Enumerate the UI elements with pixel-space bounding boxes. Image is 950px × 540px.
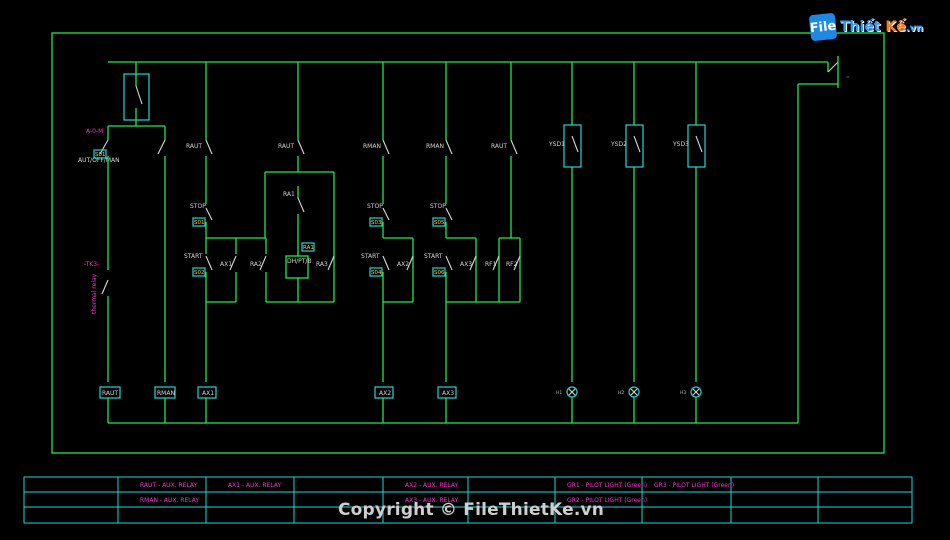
- coil-ax1: AX1: [197, 386, 217, 399]
- svg-text:=: =: [846, 75, 850, 80]
- legend-gr3: GR3 - PILOT LIGHT (Green): [654, 482, 734, 489]
- pilot-lamp-3-icon: [690, 386, 702, 398]
- ax1-stop-button: [205, 207, 213, 221]
- logo-text-suffix: .vn: [905, 23, 924, 34]
- ra3-contact-label: RA3: [316, 261, 328, 268]
- selector-top-label: A-0-M: [86, 128, 103, 135]
- ax2-start-label: START: [361, 253, 380, 260]
- thermal-label: -TK3-: [84, 261, 99, 268]
- logo-badge: File: [808, 12, 838, 42]
- ax3-hold-contact-label: AX3: [460, 261, 472, 268]
- legend-ax3: AX3 - AUX. RELAY: [405, 497, 459, 504]
- coil-raut-label: RAUT: [102, 390, 118, 397]
- ax2-hold-contact-label: AX2: [397, 261, 409, 268]
- ax1-stop-tag: S01: [194, 220, 205, 226]
- ra1-tag: RA1: [303, 245, 314, 251]
- ra1-contact-label: RA1: [283, 191, 295, 198]
- coil-ax1-label: AX1: [202, 390, 214, 397]
- raut-contact-label-2: RAUT: [278, 143, 294, 150]
- ax1-hold-contact-label: AX1: [220, 261, 232, 268]
- legend-raut: RAUT - AUX. RELAY: [140, 482, 198, 489]
- coil-ax2: AX2: [374, 386, 394, 399]
- main-switch-icon: [827, 61, 839, 73]
- raut-contact-label-3: RAUT: [491, 143, 507, 150]
- logo-text-accent: Kế: [885, 19, 906, 35]
- ysd2-box: [625, 124, 644, 168]
- logo-text-main: Thiết: [840, 19, 886, 35]
- copyright-watermark: Copyright © FileThietKe.vn: [338, 500, 605, 520]
- coil-ax3-label: AX3: [442, 390, 454, 397]
- raut-contact-label: RAUT: [186, 143, 202, 150]
- legend-ax1: AX1 - AUX. RELAY: [228, 482, 282, 489]
- legend-rman: RMAN - AUX. RELAY: [140, 497, 199, 504]
- ysd3-box: [687, 124, 706, 168]
- ysd1-label: YSD1: [548, 141, 565, 148]
- ax1-start-label: START: [184, 253, 203, 260]
- pilot-lamp-2-icon: [628, 386, 640, 398]
- rman-contact-label-2: RMAN: [363, 143, 381, 150]
- ax2-stop-tag: S03: [371, 220, 382, 226]
- coil-raut: RAUT: [99, 386, 121, 399]
- pilot-lamp-1-icon: [566, 386, 578, 398]
- legend-ax2: AX2 - AUX. RELAY: [405, 482, 459, 489]
- timer-label: DH/PT/B: [287, 258, 312, 265]
- ax3-start-tag: S06: [434, 270, 445, 276]
- ysd3-label: YSD3: [672, 141, 689, 148]
- legend-gr2: GR2 - PILOT LIGHT (Green): [567, 497, 647, 504]
- timer-block: [285, 255, 309, 279]
- ax2-stop-label: STOP: [367, 203, 383, 210]
- ax3-start-label: START: [424, 253, 443, 260]
- ax1-start-tag: S02: [194, 270, 205, 276]
- ax2-start-tag: S04: [371, 270, 382, 276]
- rf1-contact-label: RF1: [485, 261, 497, 268]
- logo-text: Thiết Kế.vn: [840, 19, 923, 35]
- selector-label: AUT/OFF/MAN: [78, 157, 120, 164]
- ysd1-box: [563, 124, 582, 168]
- legend-gr1: GR1 - PILOT LIGHT (Green): [567, 482, 647, 489]
- coil-rman: RMAN: [154, 386, 176, 399]
- thermal-note: thermal relay: [91, 273, 98, 314]
- drawing-frame: [51, 32, 885, 454]
- ax1-stop-label: STOP: [190, 203, 206, 210]
- coil-ax3: AX3: [437, 386, 457, 399]
- lamp2-label: H2: [618, 390, 624, 396]
- ra2-contact-label: RA2: [250, 261, 262, 268]
- coil-rman-label: RMAN: [157, 390, 175, 397]
- legend-table: RAUT - AUX. RELAY AX1 - AUX. RELAY AX2 -…: [23, 476, 913, 524]
- ax3-stop-label: STOP: [430, 203, 446, 210]
- rf2-contact-label: RF2: [506, 261, 518, 268]
- filethietke-logo: File Thiết Kế.vn: [808, 12, 923, 42]
- coil-ax2-label: AX2: [379, 390, 391, 397]
- lamp3-label: H3: [680, 390, 686, 396]
- rman-contact-label-3: RMAN: [426, 143, 444, 150]
- ysd2-label: YSD2: [610, 141, 627, 148]
- ax3-stop-tag: S05: [434, 220, 445, 226]
- lamp1-label: H1: [556, 390, 562, 396]
- selector-tag: S01: [95, 152, 106, 158]
